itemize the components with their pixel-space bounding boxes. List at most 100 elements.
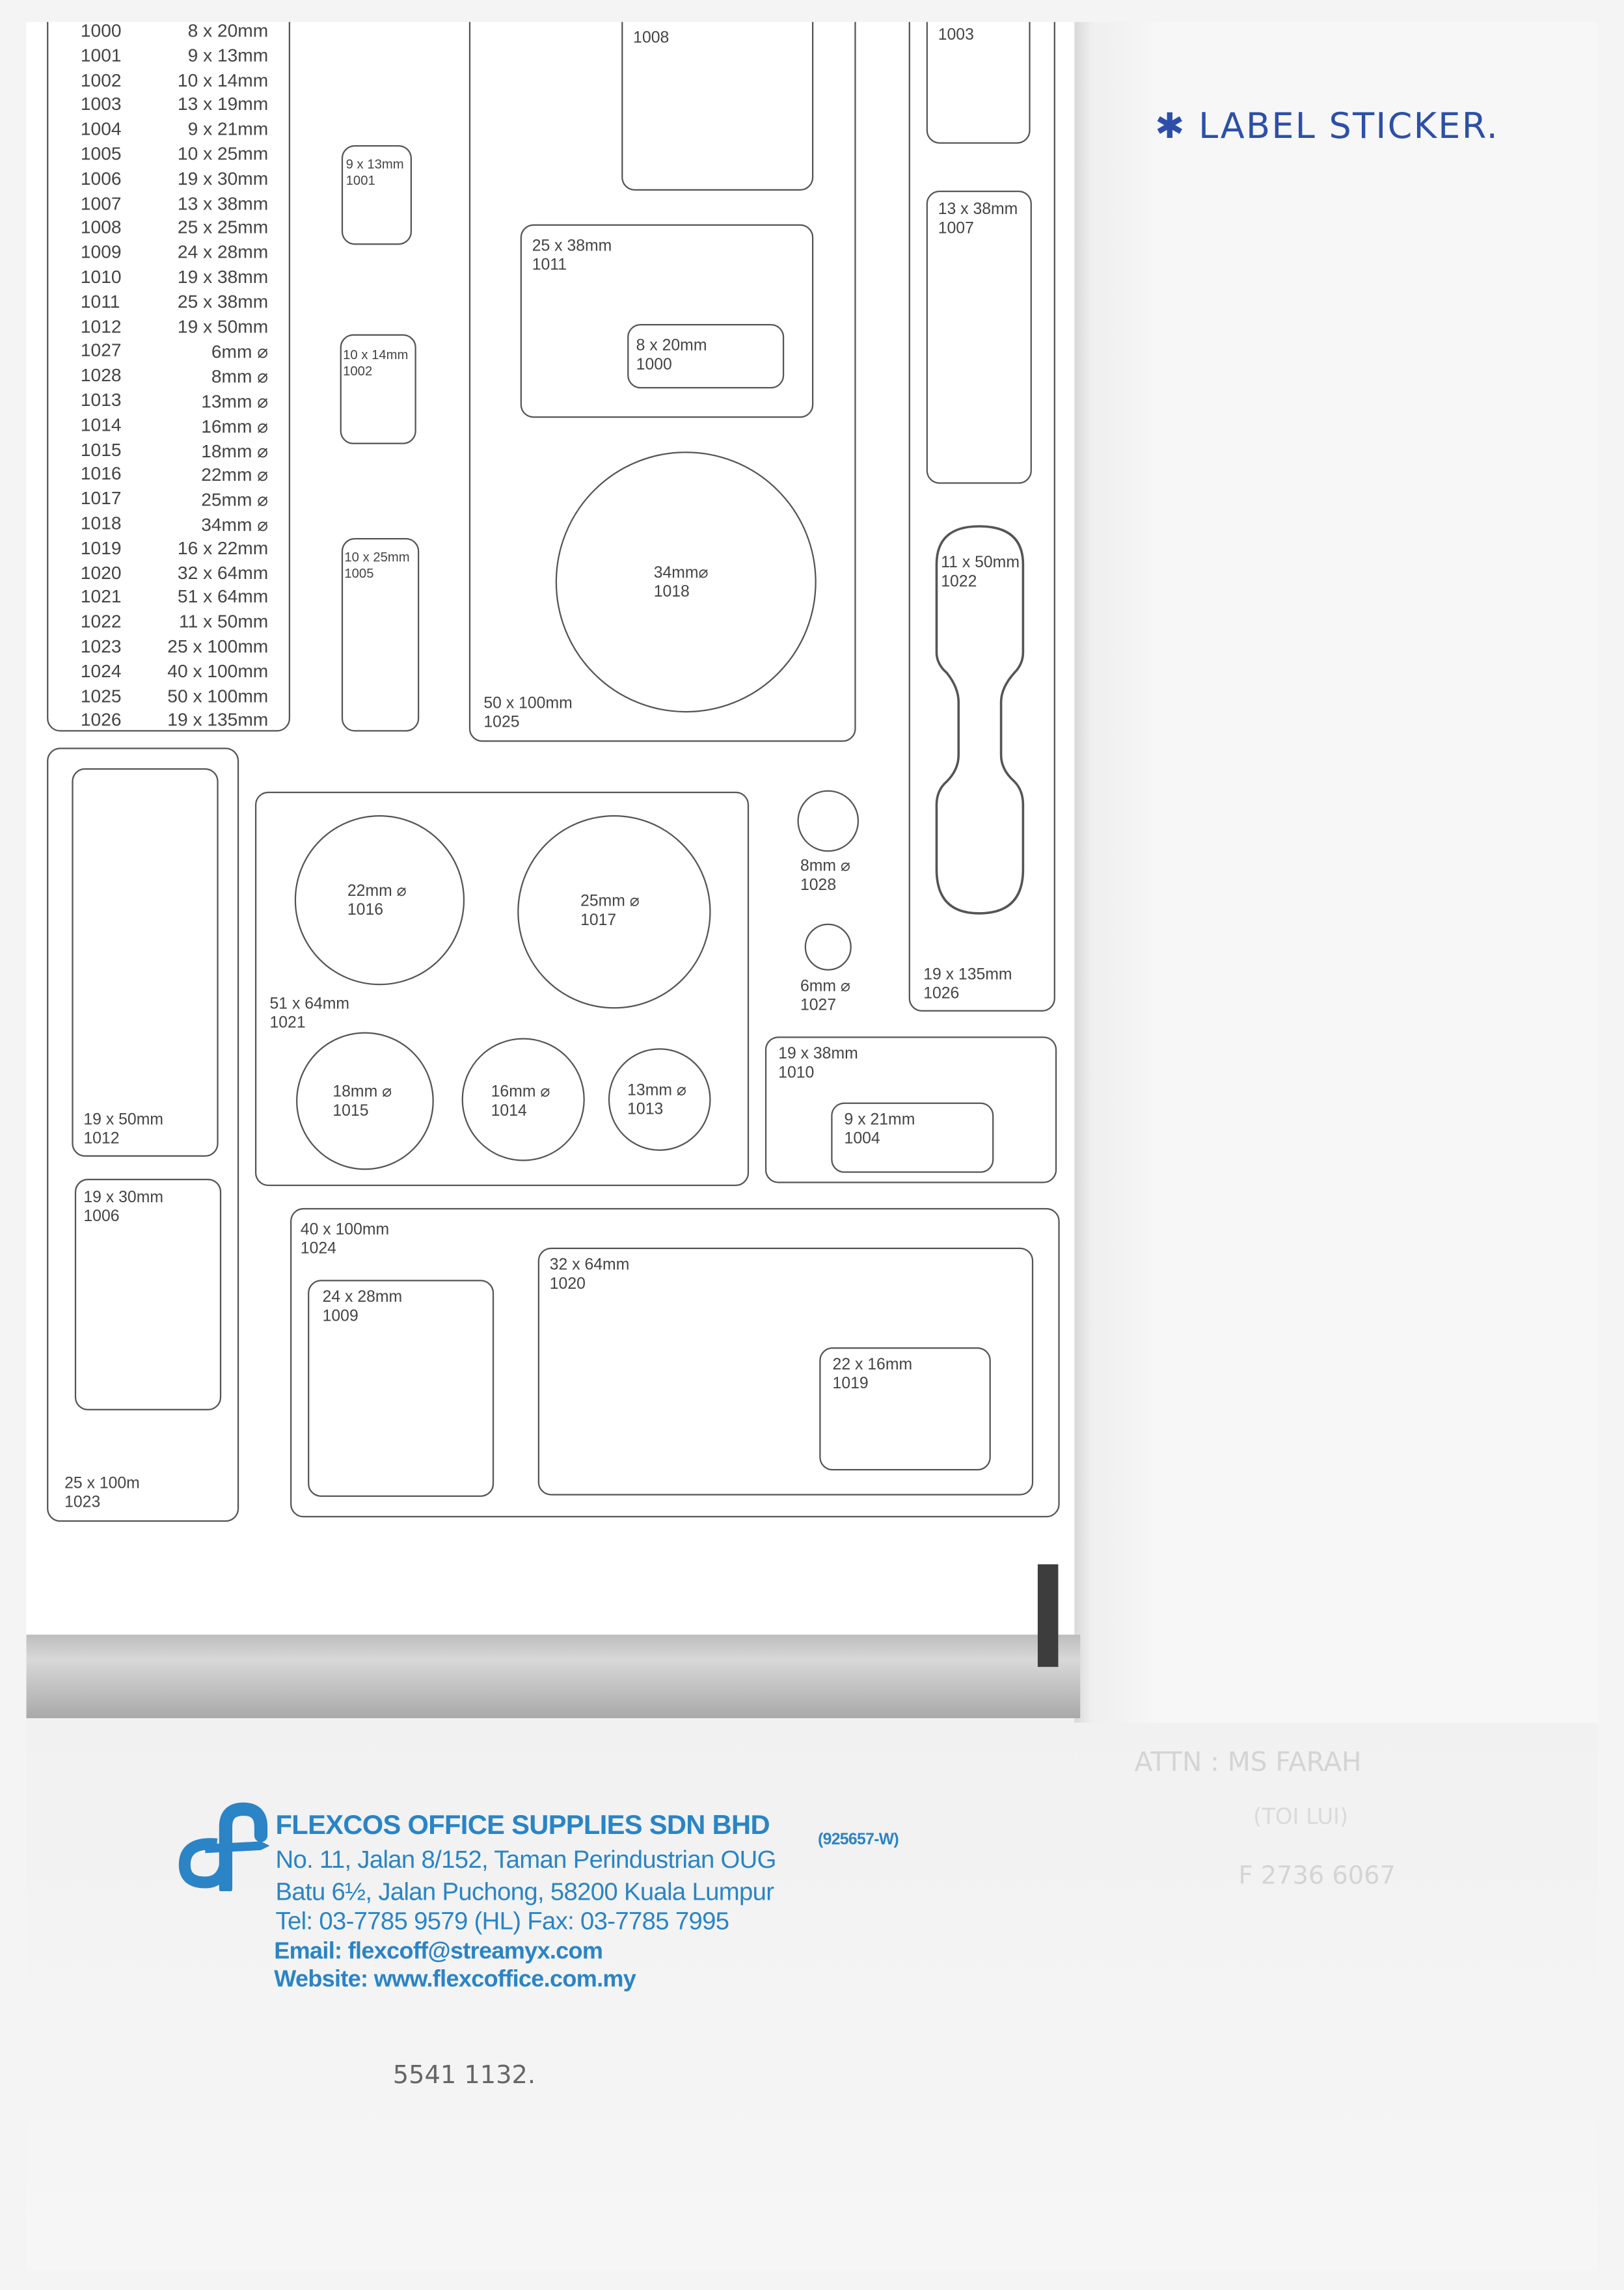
label-size: 13mm ⌀ [201,391,269,412]
label-1013 [608,1048,711,1151]
scan-shadow [1074,21,1598,1723]
label-size: 25 x 38mm [177,291,269,312]
label-1003-text: 1003 [938,26,974,44]
label-1019 [819,1347,991,1471]
size-list-row: 1027 6mm ⌀ [48,341,290,366]
label-1027-text: 6mm ⌀ 1027 [800,978,850,1015]
label-1021-text: 51 x 64mm 1021 [269,995,350,1032]
label-1001-text: 9 x 13mm 1001 [345,157,404,188]
company-phone-fax: Tel: 03-7785 9579 (HL) Fax: 03-7785 7995 [275,1907,729,1935]
label-code: 1005 [80,143,122,165]
label-1009-text: 24 x 28mm 1009 [322,1288,403,1326]
panel-1024 [290,1207,1060,1518]
label-code: 1025 [80,685,122,707]
label-size: 25mm ⌀ [201,490,269,511]
size-list-row: 1001 9 x 13mm [48,45,290,70]
label-size: 8mm ⌀ [211,366,269,388]
label-1020-text: 32 x 64mm 1020 [549,1256,630,1293]
label-code: 1023 [80,636,122,657]
label-size: 51 x 64mm [177,587,269,608]
label-1027 [804,923,852,971]
size-list-row: 1015 18mm ⌀ [48,439,290,464]
label-code: 1018 [80,513,122,534]
size-list-row: 1012 19 x 50mm [48,316,290,341]
label-1022-shape [935,525,1025,915]
label-1018-text: 34mm⌀ 1018 [653,564,709,601]
label-size: 18mm ⌀ [201,440,269,461]
label-1004-text: 9 x 21mm 1004 [844,1111,915,1148]
dark-tab [1037,1564,1059,1667]
label-code: 1027 [80,340,122,362]
label-1007-text: 13 x 38mm 1007 [938,200,1018,238]
label-1002 [340,334,416,444]
panel-1023 [47,748,239,1522]
label-size: 25 x 100mm [167,636,269,657]
label-size: 16 x 22mm [177,537,269,559]
label-1011 [520,224,814,418]
label-1000-text: 8 x 20mm 1000 [636,337,707,374]
label-code: 1026 [80,710,122,731]
label-1026-text: 19 x 135mm 1026 [923,966,1012,1003]
label-code: 1011 [80,291,120,312]
label-1018 [555,451,817,713]
label-size: 6mm ⌀ [211,342,269,363]
label-size: 9 x 13mm [187,45,269,66]
label-size: 40 x 100mm [167,660,269,682]
company-email: Email: flexcoff@streamyx.com [274,1939,603,1965]
faint-attn-note: ATTN : MS FARAH [1134,1747,1362,1779]
label-1015-text: 18mm ⌀ 1015 [332,1083,392,1120]
label-1006-text: 19 x 30mm 1006 [83,1189,164,1226]
label-code: 1007 [80,193,122,214]
label-code: 1001 [80,45,122,66]
label-1012 [72,768,219,1157]
label-size: 34mm ⌀ [201,514,269,535]
size-list-row: 1020 32 x 64mm [48,562,290,587]
panel-1025 [468,21,856,742]
label-code: 1003 [80,94,122,115]
label-size: 32 x 64mm [177,562,269,583]
label-1025-text: 50 x 100mm 1025 [483,695,573,732]
label-1005 [341,538,420,732]
label-code: 1015 [80,439,122,460]
label-1023-text: 25 x 100m 1023 [64,1475,140,1512]
company-name: FLEXCOS OFFICE SUPPLIES SDN BHD [275,1809,770,1840]
label-size: 19 x 50mm [177,316,269,337]
panel-1026 [908,21,1055,1012]
size-list-row: 1021 51 x 64mm [48,587,290,612]
label-size: 24 x 28mm [177,242,269,263]
label-1024-text: 40 x 100mm 1024 [300,1221,390,1258]
label-code: 1021 [80,587,122,608]
label-size: 13 x 38mm [177,193,269,214]
label-1016 [294,815,465,986]
handwritten-phone-note: 5541 1132. [392,2061,536,2091]
handwritten-title: ✱ LABEL STICKER. [1155,105,1500,147]
label-code: 1016 [80,463,122,485]
label-1007 [926,190,1032,484]
label-1008 [621,21,814,191]
label-code: 1020 [80,562,122,583]
size-list-row: 1004 9 x 21mm [48,119,290,144]
label-size: 9 x 21mm [187,118,269,140]
flexcos-logo-icon [178,1802,270,1892]
label-1028-text: 8mm ⌀ 1028 [800,857,850,895]
label-size: 10 x 25mm [177,143,269,165]
label-code: 1012 [80,316,122,337]
label-size: 25 x 25mm [177,217,269,238]
label-1019-text: 22 x 16mm 1019 [832,1356,913,1393]
label-size: 19 x 38mm [177,267,269,288]
label-code: 1017 [80,488,122,509]
size-list-row: 1023 25 x 100mm [48,636,290,661]
label-1014-text: 16mm ⌀ 1014 [491,1083,550,1120]
label-code: 1004 [80,118,122,140]
label-size: 22mm ⌀ [201,465,269,486]
panel-1010 [765,1036,1057,1183]
